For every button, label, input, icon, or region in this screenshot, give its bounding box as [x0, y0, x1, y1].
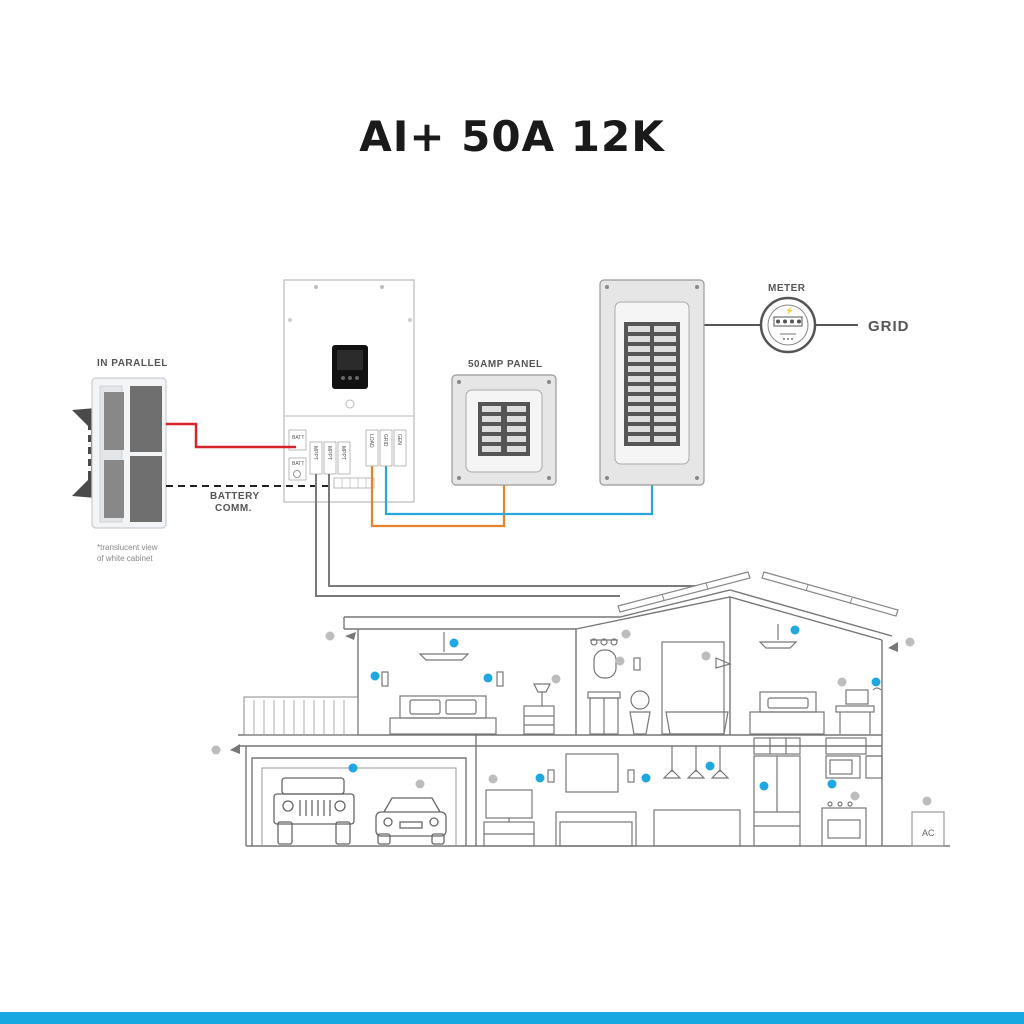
breaker-switch [654, 436, 676, 442]
lamp-icon [888, 642, 898, 652]
upstairs-bedroom [381, 632, 555, 735]
breaker-switch [628, 376, 650, 382]
battery-cabinet: IN PARALLEL *translucent view of white c… [72, 358, 168, 563]
main-breaker-switches [628, 326, 676, 442]
wifi-icon [872, 687, 882, 691]
main-panel [599, 279, 705, 486]
solar-panel-left [617, 571, 751, 613]
breaker-switch [628, 396, 650, 402]
load-line [370, 466, 506, 528]
panel-50amp-label: 50AMP PANEL [468, 359, 543, 370]
breaker-switch [654, 386, 676, 392]
port-mppt-3: MPPT [340, 446, 346, 460]
grid-line [384, 466, 654, 516]
breaker-switch [628, 326, 650, 332]
pv-line-2 [328, 474, 700, 587]
breaker-switch [628, 436, 650, 442]
breaker-switch [628, 386, 650, 392]
port-mppt-2: MPPT [326, 446, 332, 460]
page-title: AI+ 50A 12K [359, 112, 665, 161]
bolt-icon: ⚡ [785, 306, 794, 315]
right-bedroom [749, 624, 875, 735]
breaker-switch [628, 336, 650, 342]
battery-comm-label-2: COMM. [215, 503, 252, 514]
port-mppt-1: MPPT [312, 446, 318, 460]
roof-line [344, 589, 893, 637]
ac-label: AC [922, 828, 935, 838]
breaker-switch [654, 426, 676, 432]
battery-module-bottom [130, 456, 162, 522]
breaker-switch [628, 366, 650, 372]
breaker-switch [654, 376, 676, 382]
breaker-switch [628, 346, 650, 352]
meter: METER ⚡ [759, 283, 817, 354]
port-batt-2: BATT [292, 461, 304, 467]
bottom-accent-bar [0, 1012, 1024, 1024]
translucent-note-line1: *translucent view [97, 543, 158, 552]
solar-panel-right [761, 571, 899, 617]
panel-50amp: 50AMP PANEL [451, 359, 557, 486]
garage-door-frame [251, 757, 467, 846]
port-batt-1: BATT [292, 435, 304, 441]
kitchen [753, 737, 883, 847]
breaker-switch [654, 396, 676, 402]
battery-comm-label-1: BATTERY [210, 491, 260, 502]
main-panel-breakers [624, 322, 680, 446]
lamp-icon [345, 632, 356, 640]
load-indicator-dots [211, 625, 932, 806]
living-room [483, 753, 741, 847]
in-parallel-label: IN PARALLEL [97, 358, 168, 369]
breaker-switch [628, 426, 650, 432]
bathroom [587, 638, 732, 735]
port-gen: GEN [396, 434, 402, 445]
lamp-icon [230, 744, 240, 754]
hanging-lights [662, 746, 730, 779]
meter-label: METER [768, 283, 806, 294]
breaker-switch [654, 346, 676, 352]
translucent-note-line2: of white cabinet [97, 554, 153, 563]
breaker-switch [654, 356, 676, 362]
balcony-railing [243, 696, 359, 736]
breaker-switch [628, 356, 650, 362]
breaker-switch [654, 336, 676, 342]
pv-line-1 [315, 474, 620, 597]
breaker-switch [654, 406, 676, 412]
ac-unit [911, 811, 945, 847]
jeep-icon [273, 777, 355, 845]
breaker-switch [654, 366, 676, 372]
breaker-switch [628, 416, 650, 422]
breaker-switch [628, 406, 650, 412]
wires: BATTERY COMM. [166, 324, 858, 597]
inverter: BATT BATT MPPT MPPT MPPT LOAD GRID GEN [283, 279, 415, 503]
breaker-switch [654, 326, 676, 332]
house: AC [230, 571, 950, 847]
grid-label: GRID [868, 318, 910, 335]
port-grid: GRID [382, 434, 388, 447]
battery-power-line [166, 422, 296, 449]
battery-module-top [130, 386, 162, 452]
car-icon [375, 797, 447, 845]
port-load: LOAD [368, 434, 374, 448]
breaker-switch [654, 416, 676, 422]
